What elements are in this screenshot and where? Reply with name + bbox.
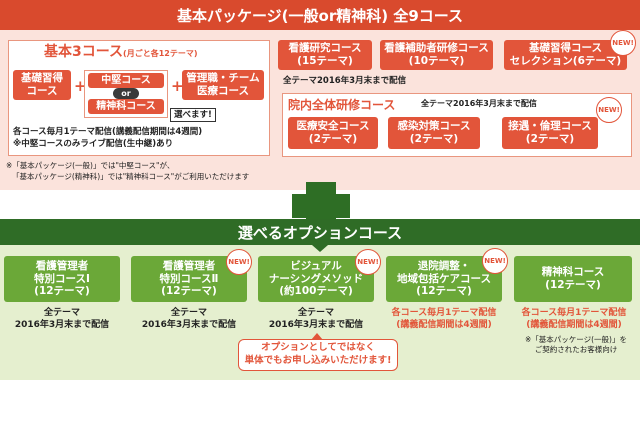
basic-skill-course-button[interactable]: 基礎習得 コース bbox=[13, 70, 71, 100]
psych-course-button[interactable]: 精神科コース bbox=[88, 99, 164, 114]
inhouse-title: 院内全体研修コース bbox=[288, 98, 396, 112]
callout-pointer bbox=[311, 333, 323, 340]
option-2-note: 全テーマ 2016年3月末まで配信 bbox=[141, 308, 237, 330]
basic-footnote-2: 「基本パッケージ(精神科)」では"精神科コース"がご利用いただけます bbox=[12, 172, 250, 181]
discharge-community-care-button[interactable]: 退院調整・ 地域包括ケアコース (12テーマ) bbox=[386, 256, 502, 302]
medical-safety-course-button[interactable]: 医療安全コース (2テーマ) bbox=[288, 117, 378, 149]
nurse-manager-special-1-button[interactable]: 看護管理者 特別コースⅠ (12テーマ) bbox=[4, 256, 120, 302]
nursing-research-course-button[interactable]: 看護研究コース (15テーマ) bbox=[278, 40, 372, 70]
plus-icon: + bbox=[74, 77, 87, 95]
psych-option-footnote: ※「基本パッケージ(一般)」を ご契約されたお客様向け bbox=[525, 335, 627, 355]
plus-icon: + bbox=[171, 77, 184, 95]
hospitality-ethics-course-button[interactable]: 接遇・倫理コース (2テーマ) bbox=[502, 117, 598, 149]
psych-option-course-button[interactable]: 精神科コース (12テーマ) bbox=[514, 256, 632, 302]
infection-control-course-button[interactable]: 感染対策コース (2テーマ) bbox=[388, 117, 480, 149]
choose-label: 選べます! bbox=[170, 108, 216, 122]
visual-nursing-method-button[interactable]: ビジュアル ナーシングメソッド (約100テーマ) bbox=[258, 256, 374, 302]
options-title: 選べるオプションコース bbox=[237, 223, 403, 242]
top-courses-note: 全テーマ2016年3月末まで配信 bbox=[283, 76, 407, 86]
nurse-manager-special-2-button[interactable]: 看護管理者 特別コースⅡ (12テーマ) bbox=[131, 256, 247, 302]
option-1-note: 全テーマ 2016年3月末まで配信 bbox=[14, 308, 110, 330]
basic-note-2: ※中堅コースのみライブ配信(生中継)あり bbox=[13, 139, 174, 149]
options-header-arrow bbox=[312, 245, 328, 252]
package-header: 基本パッケージ(一般or精神科) 全9コース bbox=[0, 0, 640, 30]
basic-note-1: 各コース毎月1テーマ配信(講義配信期間は4週間) bbox=[13, 127, 203, 137]
big-plus-icon-bar bbox=[292, 194, 350, 218]
new-badge: NEW! bbox=[355, 249, 381, 275]
or-badge: or bbox=[113, 88, 139, 99]
option-5-note: 各コース毎月1テーマ配信 (講義配信期間は4週間) bbox=[521, 308, 627, 330]
package-title: 基本パッケージ(一般or精神科) 全9コース bbox=[176, 6, 464, 25]
new-badge: NEW! bbox=[610, 30, 636, 56]
nursing-assistant-course-button[interactable]: 看護補助者研修コース (10テーマ) bbox=[380, 40, 493, 70]
mid-career-course-button[interactable]: 中堅コース bbox=[88, 73, 164, 88]
option-4-note: 各コース毎月1テーマ配信 (講義配信期間は4週間) bbox=[391, 308, 497, 330]
inhouse-note: 全テーマ2016年3月末まで配信 bbox=[421, 99, 537, 108]
options-header: 選べるオプションコース bbox=[0, 219, 640, 245]
standalone-callout: オプションとしてではなく 単体でもお申し込みいただけます! bbox=[238, 339, 398, 371]
basic-footnote-1: ※「基本パッケージ(一般)」では"中堅コース"が、 bbox=[6, 161, 175, 170]
manager-team-course-button[interactable]: 管理職・チーム 医療コース bbox=[182, 70, 264, 100]
new-badge: NEW! bbox=[226, 249, 252, 275]
new-badge: NEW! bbox=[482, 248, 508, 274]
basic-skill-selection-course-button[interactable]: 基礎習得コース セレクション(6テーマ) bbox=[504, 40, 627, 70]
basic-3-course-title: 基本3コース(月ごと各12テーマ) bbox=[44, 44, 198, 60]
new-badge: NEW! bbox=[596, 97, 622, 123]
option-3-note: 全テーマ 2016年3月末まで配信 bbox=[268, 308, 364, 330]
